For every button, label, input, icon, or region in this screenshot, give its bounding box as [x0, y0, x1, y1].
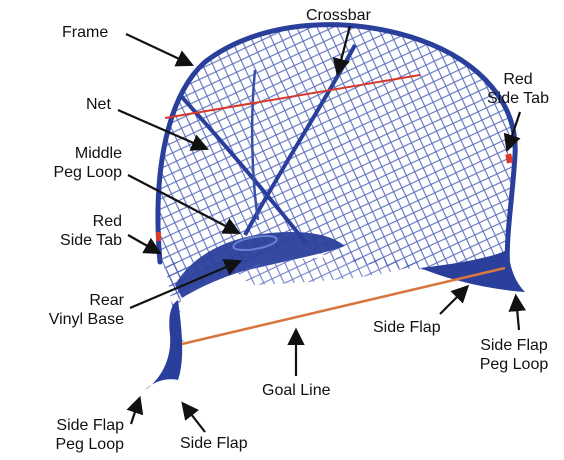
label-red-side-tab-right: Red Side Tab [476, 70, 560, 108]
label-rear-vinyl-base: Rear Vinyl Base [20, 291, 124, 329]
arrow-red-side-tab-left [128, 235, 158, 252]
label-red-side-tab-left: Red Side Tab [30, 212, 122, 250]
label-side-flap-peg-loop-left: Side Flap Peg Loop [20, 416, 124, 454]
goal-line [182, 268, 505, 344]
label-crossbar: Crossbar [306, 6, 371, 25]
label-net: Net [86, 95, 111, 114]
label-side-flap-peg-loop-right: Side Flap Peg Loop [464, 336, 564, 374]
arrow-frame [126, 34, 190, 64]
label-side-flap-left: Side Flap [180, 434, 248, 453]
label-goal-line: Goal Line [262, 381, 331, 400]
arrow-side-flap-left [184, 405, 205, 432]
label-middle-peg-loop: Middle Peg Loop [30, 144, 122, 182]
arrow-side-flap-peg-loop-right [516, 298, 519, 330]
red-side-tab-left-mark [156, 232, 161, 241]
label-frame: Frame [62, 23, 108, 42]
arrow-side-flap-right [440, 288, 466, 314]
arrow-side-flap-peg-loop-left [131, 400, 139, 424]
left-side-flap [145, 300, 182, 390]
label-side-flap-right: Side Flap [373, 318, 441, 337]
